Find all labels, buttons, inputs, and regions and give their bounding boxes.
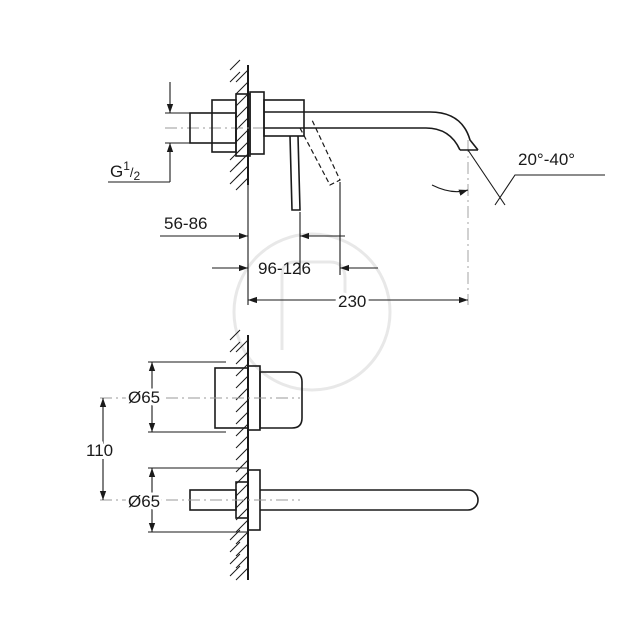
valve-flange (211, 99, 237, 153)
wall-depth-label: 56-86 (164, 214, 207, 233)
thread-letter: G (110, 162, 123, 181)
spout (264, 111, 479, 151)
rosette-diameter-top-label: Ø65 (128, 388, 160, 407)
angle-line (467, 149, 506, 206)
wall-top (229, 59, 249, 191)
thread-label: G1/2 (110, 159, 141, 183)
handle-body (263, 99, 305, 137)
spout-front (260, 489, 479, 511)
angle-leader (494, 174, 605, 206)
handle-lever-alt (299, 119, 341, 186)
swivel-angle-label: 20°-40° (518, 150, 575, 169)
handle-front (259, 371, 303, 429)
thread-den: 2 (134, 169, 141, 183)
front-view: Ø65 Ø65 110 (83, 329, 479, 581)
center-distance-label: 110 (86, 441, 113, 460)
handle-lever (289, 135, 301, 211)
thread-slash: / (130, 165, 134, 180)
lever-offset-label: 96-126 (258, 259, 311, 278)
projection-label: 230 (338, 292, 366, 311)
mounting-plate (249, 91, 265, 155)
angle-arc (431, 184, 469, 196)
thread-num: 1 (123, 159, 130, 173)
rosette-diameter-bottom-label: Ø65 (128, 492, 160, 511)
watermark (232, 232, 392, 392)
side-view: 20°-40° G1/2 56-86 96-126 230 (108, 59, 605, 314)
